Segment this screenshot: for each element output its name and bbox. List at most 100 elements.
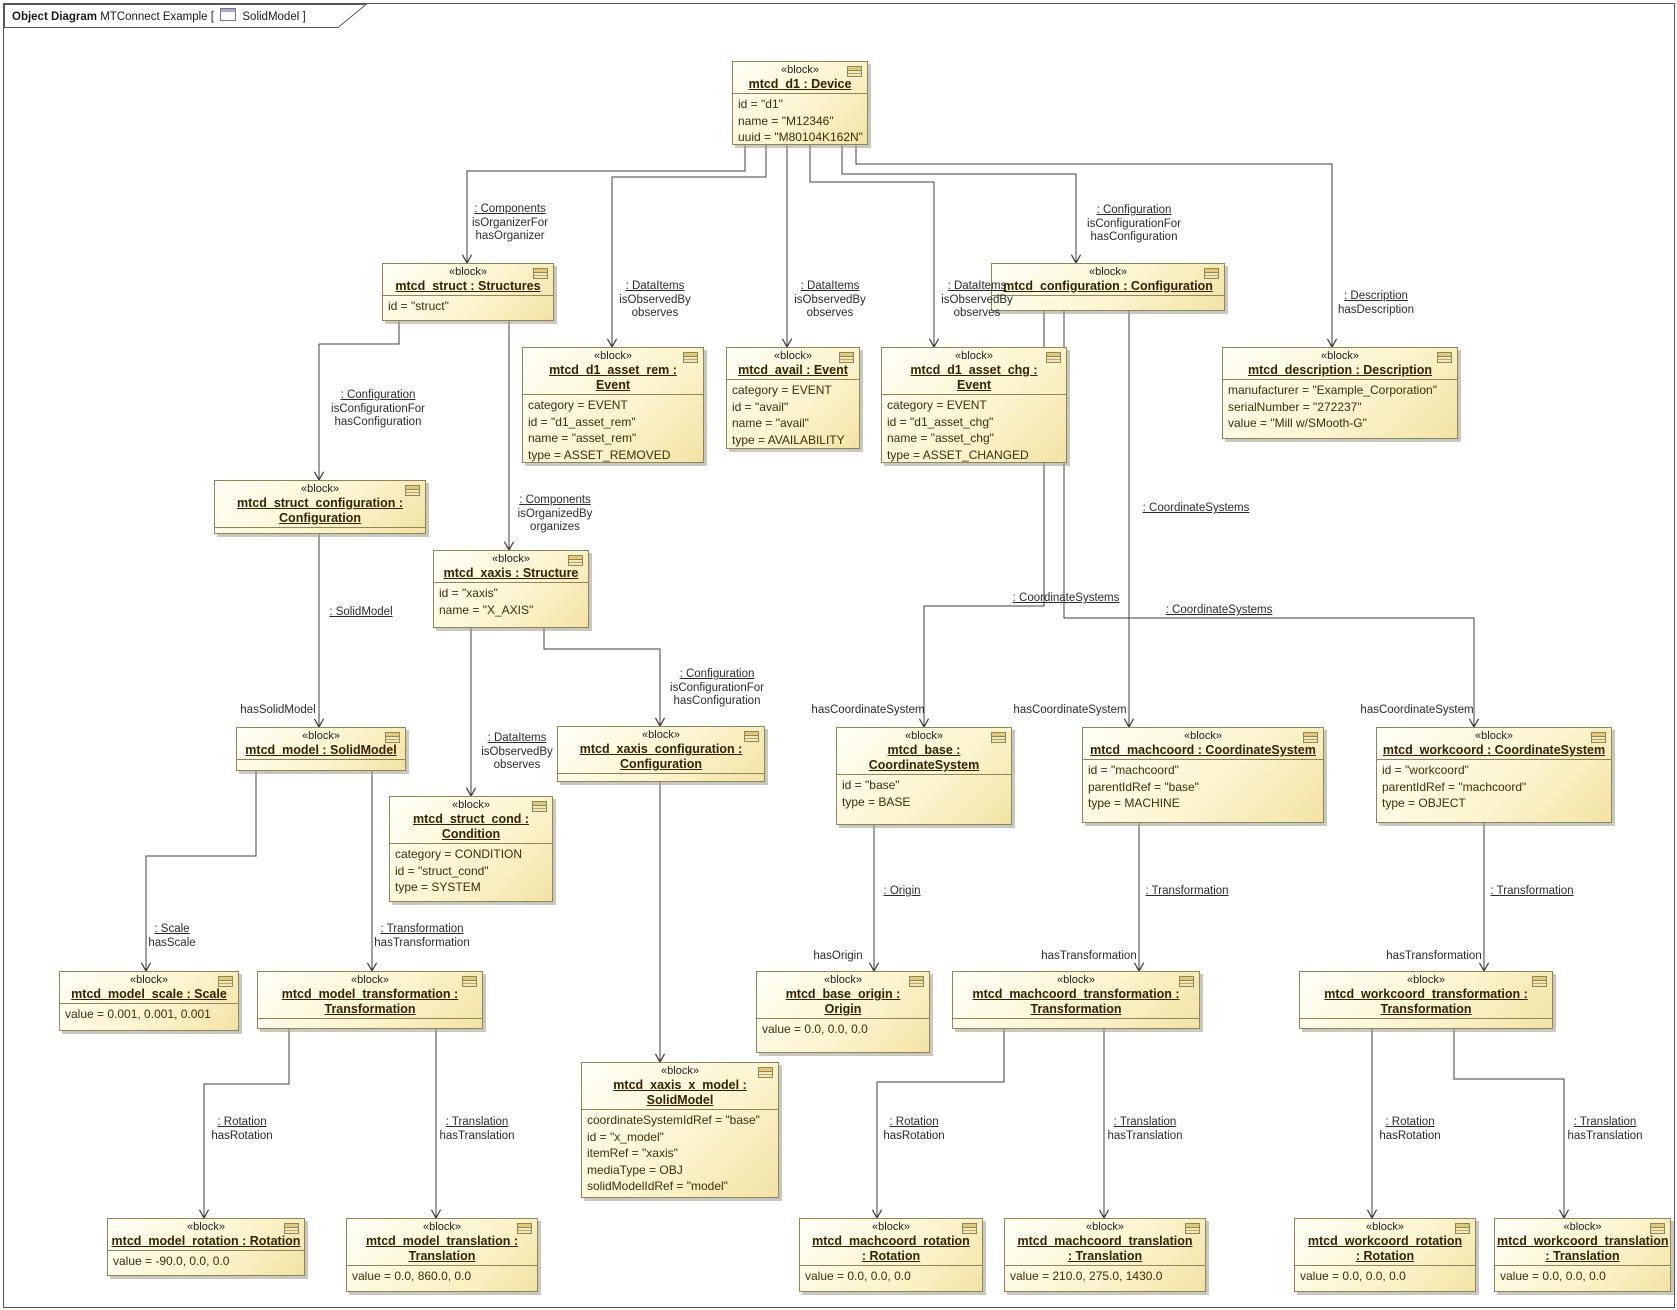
block-name: Transformation [1030,1002,1122,1016]
block-mtcd-struct-configuration[interactable]: «block»mtcd_struct_configuration :Config… [214,480,426,534]
block-name: mtcd_d1 : Device [748,77,852,91]
compartment-icon [962,1223,977,1234]
stereotype-label: «block» [774,350,812,362]
end-name-line: observes [631,307,679,319]
end-name-line: hasTranslation [439,1129,515,1142]
end-name-line: isConfigurationFor [670,681,764,694]
diagram-kind-label: Object Diagram [12,11,97,23]
edge-configuration-workcoord[interactable] [1063,309,1480,729]
role-name-line: : Configuration [340,389,416,401]
block-mtcd-workcoord-transformation[interactable]: «block»mtcd_workcoord_transformation :Tr… [1299,971,1553,1029]
block-name: mtcd_d1_asset_rem : [549,363,677,377]
block-mtcd-machcoord-translation[interactable]: «block»mtcd_machcoord_translation: Trans… [1004,1218,1206,1292]
compartment-icon [218,976,233,987]
block-mtcd-workcoord-translation[interactable]: «block»mtcd_workcoord_translation: Trans… [1494,1218,1671,1292]
end-name-line: hasRotation [1379,1129,1441,1142]
compartment-icon [1303,732,1318,743]
block-name: mtcd_base_origin : [785,987,901,1001]
edge-device-struct[interactable] [461,143,746,265]
edge-xaxis-xaxis-configuration[interactable] [543,626,666,728]
role-name-line: : DataItems [947,280,1007,292]
block-name: CoordinateSystem [868,758,980,772]
block-mtcd-workcoord-rotation[interactable]: «block»mtcd_workcoord_rotation: Rotation… [1294,1218,1476,1292]
role-name-line: : Description [1344,290,1408,302]
diagram-icon [220,8,237,21]
slot-value: type = BASE [842,794,911,809]
slot-value: id = "base" [842,778,900,792]
block-name: SolidModel [646,1093,714,1107]
edge-struct-struct-configuration[interactable] [313,319,400,482]
block-mtcd-xaxis-configuration[interactable]: «block»mtcd_xaxis_configuration :Configu… [557,726,765,782]
compartment-icon [1591,732,1606,743]
stereotype-label: «block» [661,1065,699,1077]
block-mtcd-machcoord-rotation[interactable]: «block»mtcd_machcoord_rotation: Rotation… [799,1218,983,1292]
role-name-line: : CoordinateSystems [1142,502,1250,514]
edge-label-transformation-work: : Transformation [1490,885,1573,899]
block-mtcd-machcoord-transformation[interactable]: «block»mtcd_machcoord_transformation :Tr… [952,971,1200,1029]
end-name-line: isOrganizerFor [471,216,549,229]
compartment-icon [1455,1223,1470,1234]
block-mtcd-workcoord[interactable]: «block»mtcd_workcoord : CoordinateSystem… [1376,727,1612,823]
slots-compartment [215,527,425,533]
compartment-icon [405,485,420,496]
stereotype-label: «block» [1057,974,1095,986]
role-name-line: : Transformation [380,923,464,935]
edge-model-scale[interactable] [140,769,257,973]
role-name-line: : Configuration [679,668,755,680]
edge-device-configuration[interactable] [841,143,1082,265]
slots-compartment: id = "struct" [383,295,553,320]
role-name-line: : Rotation [217,1116,267,1128]
edge-workcoord-transformation-translation[interactable] [1453,1027,1570,1220]
edge-label-has-transformation-mach: hasTransformation [1041,950,1136,964]
block-mtcd-model-transformation[interactable]: «block»mtcd_model_transformation :Transf… [257,971,483,1029]
compartment-icon [284,1223,299,1234]
block-name: mtcd_struct : Structures [395,279,541,293]
role-name-line: : Rotation [1385,1116,1435,1128]
slots-compartment: value = 0.0, 0.0, 0.0 [1495,1265,1670,1291]
block-mtcd-model-translation[interactable]: «block»mtcd_model_translation :Translati… [346,1218,538,1292]
edge-machcoord-transformation-rotation[interactable] [871,1027,1005,1220]
block-mtcd-avail[interactable]: «block»mtcd_avail : Event category = EVEN… [726,347,860,449]
end-name-line: hasRotation [883,1129,945,1142]
role-name-line: : Rotation [889,1116,939,1128]
block-name: mtcd_avail : Event [738,363,848,377]
block-mtcd-model[interactable]: «block»mtcd_model : SolidModel [236,727,406,771]
end-name-line: isConfigurationFor [331,402,425,415]
stereotype-label: «block» [1563,1221,1602,1233]
stereotype-label: «block» [423,1221,461,1233]
stereotype-label: «block» [1089,266,1127,278]
end-name-line: organizes [530,521,580,533]
block-name: mtcd_xaxis : Structure [443,566,579,580]
slot-value: id = "d1_asset_chg" [887,414,994,429]
edge-device-description[interactable] [855,143,1338,349]
slots-compartment: value = 210.0, 275.0, 1430.0 [1005,1265,1205,1291]
slots-compartment: manufacturer = "Example_Corporation"seri… [1223,379,1457,438]
slots-compartment [237,759,405,770]
block-mtcd-machcoord[interactable]: «block»mtcd_machcoord : CoordinateSystem… [1082,727,1324,823]
edge-model-transformation-rotation[interactable] [198,1027,290,1220]
stereotype-label: «block» [301,483,339,495]
edge-device-asset-rem[interactable] [606,143,767,349]
compartment-icon [385,732,400,743]
end-name-line: hasTransformation [1386,950,1482,962]
slot-value: coordinateSystemIdRef = "base" [587,1113,760,1127]
block-mtcd-configuration[interactable]: «block»mtcd_configuration : Configuratio… [991,263,1225,311]
edge-device-asset-chg[interactable] [809,143,940,349]
slot-value: value = 0.0, 0.0, 0.0 [762,1022,868,1036]
